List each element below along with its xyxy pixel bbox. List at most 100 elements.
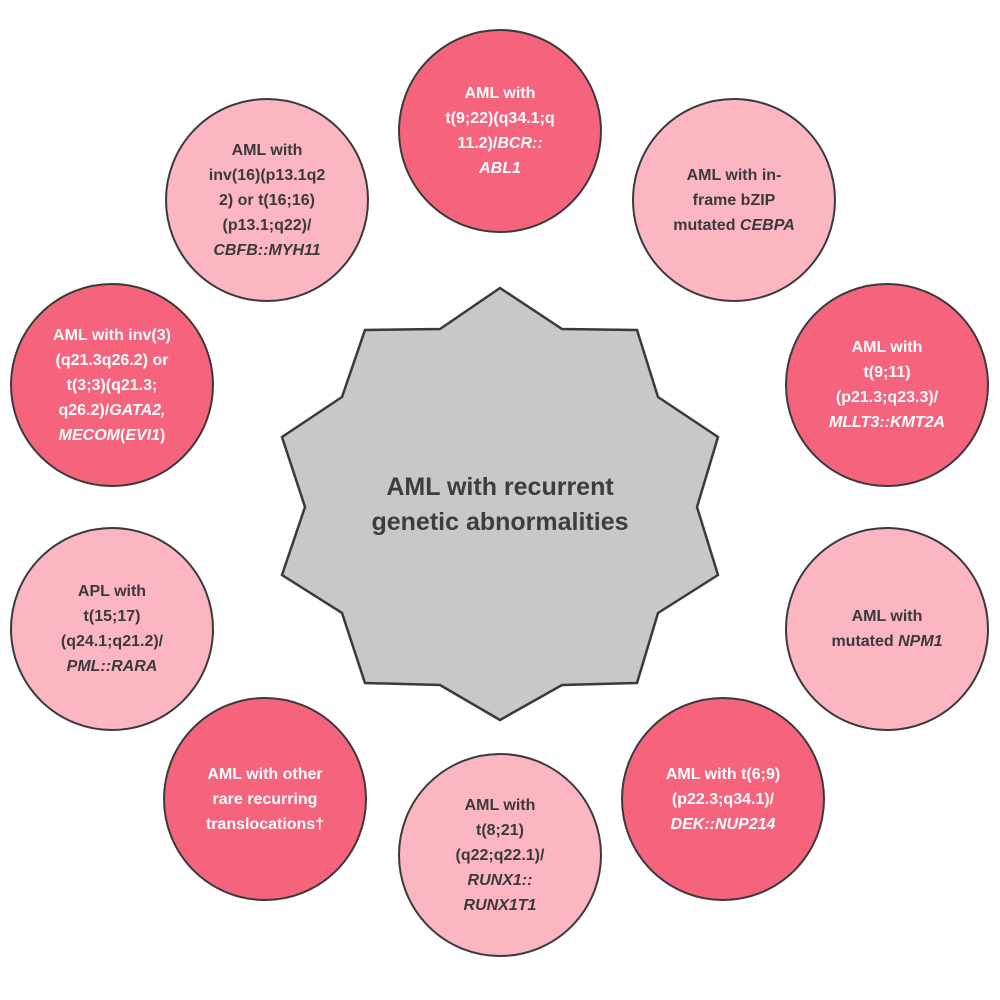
gene-name: CBFB::MYH11 <box>213 241 321 259</box>
subtype-label-line: AML with <box>829 335 945 360</box>
label-text: APL with <box>77 583 147 600</box>
subtype-label-line: frame bZIP <box>673 188 795 213</box>
subtype-label-line: MLLT3::KMT2A <box>829 410 945 435</box>
gene-name: PML::RARA <box>66 658 158 675</box>
subtype-label: AML with t(6;9)(p22.3;q34.1)/DEK::NUP214 <box>650 762 796 837</box>
subtype-label-line: 11.2)/BCR:: <box>445 131 554 156</box>
gene-name: RUNX1T1 <box>463 896 537 914</box>
subtype-label-line: 2) or t(16;16) <box>209 188 325 213</box>
label-text: mutated <box>673 216 740 234</box>
label-text: AML with other <box>207 765 323 783</box>
subtype-label: AML with other rare recurring translocatio… <box>190 762 340 837</box>
subtype-label-line: translocations† <box>206 812 324 837</box>
gene-name: EVI1 <box>125 426 160 444</box>
subtype-label-line: inv(16)(p13.1q2 <box>209 163 325 188</box>
subtype-label-line: mutated NPM1 <box>831 629 942 654</box>
label-text: ( <box>119 426 126 444</box>
subtype-circle: AML with mutated NPM1 <box>785 527 989 731</box>
label-text: t(3;3)(q21.3; <box>66 376 158 394</box>
label-text: rare recurring <box>212 790 318 808</box>
label-text: mutated <box>831 633 899 650</box>
center-title: AML with recurrent genetic abnormalities <box>330 470 670 540</box>
subtype-label-line: q26.2)/GATA2, <box>53 398 171 423</box>
label-text: t(9;11) <box>863 364 911 381</box>
subtype-label-line: (q24.1;q21.2)/ <box>61 629 163 654</box>
subtype-label-line: PML::RARA <box>61 654 163 679</box>
center-title-line: AML with recurrent <box>386 473 614 501</box>
label-text: AML with <box>851 339 923 356</box>
label-text: (q21.3q26.2) or <box>55 351 169 369</box>
label-text: inv(16)(p13.1q2 <box>208 166 326 184</box>
label-text: translocations† <box>205 815 325 833</box>
subtype-circle: AML with inv(16)(p13.1q2 2) or t(16;16) (p1… <box>165 98 369 302</box>
subtype-label-line: t(8;21) <box>456 818 545 843</box>
center-title-line: genetic abnormalities <box>371 508 629 536</box>
subtype-label-line: t(15;17) <box>61 604 163 629</box>
gene-name: RUNX1:: <box>467 871 533 889</box>
subtype-label-line: (q21.3q26.2) or <box>53 348 171 373</box>
subtype-label-line: t(9;11) <box>829 360 945 385</box>
subtype-circle: AML with t(6;9)(p22.3;q34.1)/DEK::NUP214 <box>621 697 825 901</box>
label-text: (q22;q22.1)/ <box>455 846 545 864</box>
label-text: t(8;21) <box>475 821 524 839</box>
label-text: (p13.1;q22)/ <box>222 216 312 234</box>
subtype-label-line: RUNX1T1 <box>456 893 545 918</box>
gene-name: MLLT3::KMT2A <box>828 414 946 431</box>
label-text: AML with in- <box>686 166 782 184</box>
subtype-label-line: mutated CEBPA <box>673 213 795 238</box>
label-text: (p21.3;q23.3)/ <box>835 389 939 406</box>
subtype-circle: AML with in-frame bZIP mutated CEBPA <box>632 98 836 302</box>
subtype-label-line: RUNX1:: <box>456 868 545 893</box>
subtype-label-line: AML with <box>831 604 942 629</box>
gene-name: CEBPA <box>739 216 795 234</box>
subtype-label: AML with inv(16)(p13.1q2 2) or t(16;16) (p1… <box>193 138 341 263</box>
subtype-circle: AML with inv(3) (q21.3q26.2) or t(3;3)(q21… <box>10 283 214 487</box>
label-text: 2) or t(16;16) <box>218 191 315 209</box>
label-text: t(9;22)(q34.1;q <box>445 110 555 127</box>
label-text: (p22.3;q34.1)/ <box>671 790 775 808</box>
subtype-label-line: (p22.3;q34.1)/ <box>666 787 780 812</box>
label-text: AML with <box>464 85 536 102</box>
gene-name: NPM1 <box>898 633 943 650</box>
gene-name: BCR:: <box>497 135 543 152</box>
label-text: AML with <box>231 141 303 159</box>
label-text: t(15;17) <box>83 608 141 625</box>
subtype-label-line: t(3;3)(q21.3; <box>53 373 171 398</box>
gene-name: ABL1 <box>479 160 521 177</box>
subtype-label-line: MECOM(EVI1) <box>53 423 171 448</box>
label-text: frame bZIP <box>692 191 776 209</box>
label-text: AML with t(6;9) <box>665 765 781 783</box>
subtype-label-line: AML with other <box>206 762 324 787</box>
subtype-label: AML with inv(3) (q21.3q26.2) or t(3;3)(q21… <box>37 323 187 448</box>
subtype-label-line: (p13.1;q22)/ <box>209 213 325 238</box>
subtype-label-line: AML with <box>209 138 325 163</box>
label-text: q26.2)/ <box>58 401 110 419</box>
label-text: AML with <box>464 796 536 814</box>
subtype-label: AML with in-frame bZIP mutated CEBPA <box>657 163 811 238</box>
subtype-label-line: DEK::NUP214 <box>666 812 780 837</box>
label-text: AML with <box>851 608 923 625</box>
subtype-label: AML with mutated NPM1 <box>815 604 958 654</box>
gene-name: MECOM <box>58 426 120 444</box>
gene-name: GATA2, <box>109 401 166 419</box>
label-text: 11.2)/ <box>457 135 498 152</box>
subtype-label-line: AML with <box>445 81 554 106</box>
star-polygon <box>280 286 720 722</box>
subtype-label-line: (p21.3;q23.3)/ <box>829 385 945 410</box>
subtype-label-line: CBFB::MYH11 <box>209 238 325 263</box>
subtype-label-line: rare recurring <box>206 787 324 812</box>
label-text: AML with inv(3) <box>53 326 171 344</box>
subtype-label-line: ABL1 <box>445 156 554 181</box>
subtype-label-line: t(9;22)(q34.1;q <box>445 106 554 131</box>
subtype-label-line: AML with inv(3) <box>53 323 171 348</box>
subtype-label-line: (q22;q22.1)/ <box>456 843 545 868</box>
